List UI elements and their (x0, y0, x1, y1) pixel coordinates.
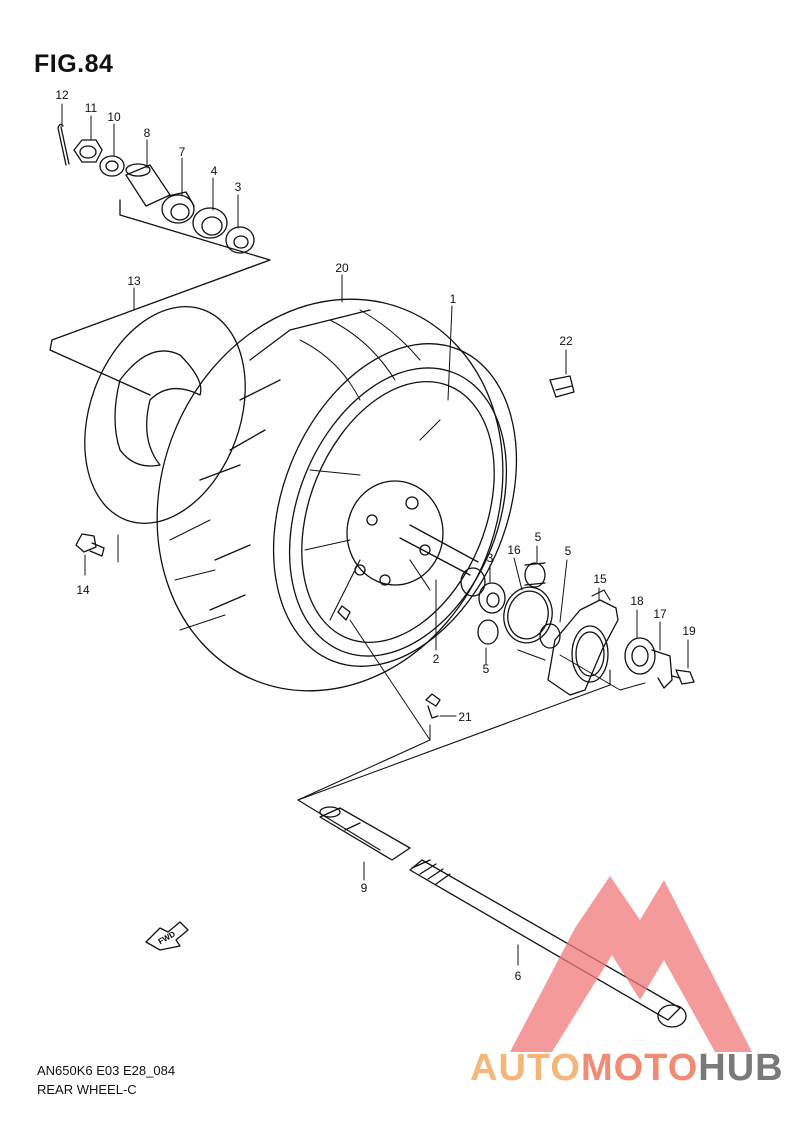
callout-10: 10 (107, 110, 121, 124)
wheel-rim (288, 367, 508, 657)
callout-21: 21 (458, 710, 472, 724)
damper-5 (477, 562, 561, 649)
callout-11: 11 (84, 101, 98, 115)
callout-13: 13 (127, 274, 141, 288)
figure-code: AN650K6 E03 E28_084 (37, 1063, 176, 1078)
brake-disc (84, 306, 246, 524)
axle-nut (73, 139, 103, 163)
callout-12: 12 (55, 88, 69, 102)
assembly-bracket-line (49, 199, 271, 396)
watermark-logo-icon (510, 876, 752, 1052)
tire-valve (425, 693, 441, 719)
spacer-8 (125, 163, 171, 207)
callout-22: 22 (559, 334, 573, 348)
callout-5-mid: 5 (564, 544, 572, 558)
callout-5-top: 5 (534, 530, 542, 544)
rotor-18 (624, 637, 656, 675)
callout-7: 7 (178, 145, 186, 159)
bracket-17 (651, 649, 673, 689)
collar-spacer (319, 806, 411, 861)
callout-2: 2 (432, 652, 440, 666)
callout-3-right: 3 (486, 551, 494, 565)
disc-bolt (75, 533, 105, 557)
bearing-3-top (225, 226, 255, 254)
wheel-hub (346, 480, 486, 597)
callout-19: 19 (682, 624, 696, 638)
balance-weight (549, 375, 575, 398)
callout-14: 14 (76, 583, 90, 597)
bearing-3-right (478, 582, 506, 614)
sensor-rotor-15 (517, 589, 619, 696)
callout-6: 6 (514, 969, 522, 983)
callout-1: 1 (449, 292, 457, 306)
callout-20: 20 (335, 261, 349, 275)
figure-footer: AN650K6 E03 E28_084 REAR WHEEL-C (37, 1061, 175, 1099)
spacer-7 (161, 191, 195, 224)
callout-16: 16 (507, 543, 521, 557)
fwd-arrow-icon (145, 921, 189, 951)
callout-8: 8 (143, 126, 151, 140)
screw-19 (671, 669, 695, 685)
callout-15: 15 (593, 572, 607, 586)
tire-valve-stem-small (337, 605, 351, 621)
o-ring-16 (503, 586, 553, 644)
oil-seal-4 (192, 207, 228, 239)
callout-18: 18 (630, 594, 644, 608)
callout-17: 17 (653, 607, 667, 621)
washer (99, 155, 125, 177)
callout-4: 4 (210, 164, 218, 178)
cotter-pin (57, 123, 70, 166)
callout-5-bottom: 5 (482, 662, 490, 676)
rear-tire (156, 298, 518, 692)
callout-3-top: 3 (234, 180, 242, 194)
figure-title: FIG.84 (34, 50, 114, 78)
figure-name: REAR WHEEL-C (37, 1082, 137, 1097)
callout-9: 9 (360, 881, 368, 895)
